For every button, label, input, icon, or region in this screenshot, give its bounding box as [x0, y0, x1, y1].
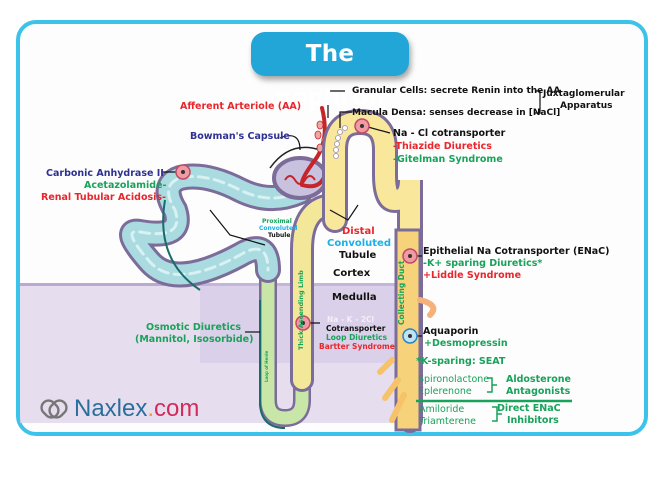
label-nkcc-line1: Na - K - 2Cl [327, 315, 375, 324]
label-osmotic-line1: Osmotic Diuretics [146, 322, 242, 333]
label-dct-line1: Distal [342, 226, 375, 237]
label-gitelman: -Gitelman Syndrome [393, 154, 503, 165]
label-aldo-line2: Antagonists [506, 386, 571, 397]
label-bowmans-capsule: Bowman's Capsule [190, 131, 290, 142]
label-acetazolamide: Acetazolamide- [84, 180, 167, 191]
label-carbonic-anhydrase: Carbonic Anhydrase II [46, 168, 164, 179]
nacl-pointer [367, 126, 391, 134]
label-triamterene: Triamterene [419, 416, 477, 427]
macula-densa [333, 125, 348, 159]
jga-bracket [535, 90, 541, 114]
label-pct-line3: Tubule [268, 232, 291, 239]
label-amiloride: Amiloride [419, 404, 465, 415]
label-loop-of-henle: Loop of Henle [264, 350, 269, 382]
transporter-markers [175, 118, 418, 344]
logo-text: Naxlex.com [74, 395, 199, 423]
label-spironolactone: Spironolactone [418, 374, 490, 385]
label-jga-line1: Juxtaglomerular [543, 89, 625, 99]
label-dct-line3: Tubule [339, 250, 377, 261]
label-collecting-duct: Collecting Duct [397, 260, 406, 325]
label-eplerenone: Eplerenone [418, 386, 472, 397]
label-aldo-line1: Aldosterone [506, 374, 571, 385]
bowmans-capsule [272, 156, 328, 200]
label-jga-line2: Apparatus [560, 101, 613, 111]
logo-name: Naxlex [74, 395, 148, 422]
label-enac-inh-line2: Inhibitors [507, 415, 559, 426]
label-loop-diuretics: Loop Diuretics [326, 333, 388, 342]
label-pct-line1: Proximal [262, 218, 292, 225]
naxlex-logo-icon [40, 399, 68, 419]
label-liddle: +Liddle Syndrome [423, 270, 522, 281]
label-thick-ascending-limb: Thick Ascending Limb [297, 270, 305, 350]
label-osmotic-line2: (Mannitol, Isosorbide) [135, 334, 254, 345]
label-rta: Renal Tubular Acidosis- [41, 192, 166, 203]
label-cortex: Cortex [333, 268, 371, 279]
label-enac-inh-line1: Direct ENaC [497, 403, 561, 414]
naxlex-logo: Naxlex.com [40, 392, 199, 426]
label-afferent-arteriole: Afferent Arteriole (AA) [180, 101, 302, 112]
label-enac: Epithelial Na Cotransporter (ENaC) [423, 246, 610, 257]
label-pct-line2: Convoluted [259, 225, 298, 232]
label-bartter: Bartter Syndrome [319, 342, 395, 351]
page-title: The nephron [251, 32, 409, 111]
macula-pointer [339, 111, 352, 128]
label-macula-densa: Macula Densa: senses decrease in [NaCl] [352, 108, 561, 118]
label-dct-line2: Convoluted [327, 238, 391, 249]
logo-dot: . [147, 395, 155, 422]
label-k-sparing: -K+ sparing Diuretics* [423, 258, 543, 269]
label-thiazide: -Thiazide Diuretics [393, 141, 492, 152]
label-granular-cells: Granular Cells: secrete Renin into the A… [352, 86, 561, 96]
label-na-cl: Na - Cl cotransporter [393, 128, 506, 139]
label-medulla: Medulla [332, 292, 377, 303]
label-nkcc-line2: Cotransporter [326, 324, 386, 333]
granular-pointer [327, 90, 345, 118]
label-desmopressin: +Desmopressin [424, 338, 508, 349]
logo-tld: com [154, 395, 200, 422]
label-seat: *K-sparing: SEAT [416, 356, 506, 367]
label-aquaporin: Aquaporin [423, 326, 479, 337]
